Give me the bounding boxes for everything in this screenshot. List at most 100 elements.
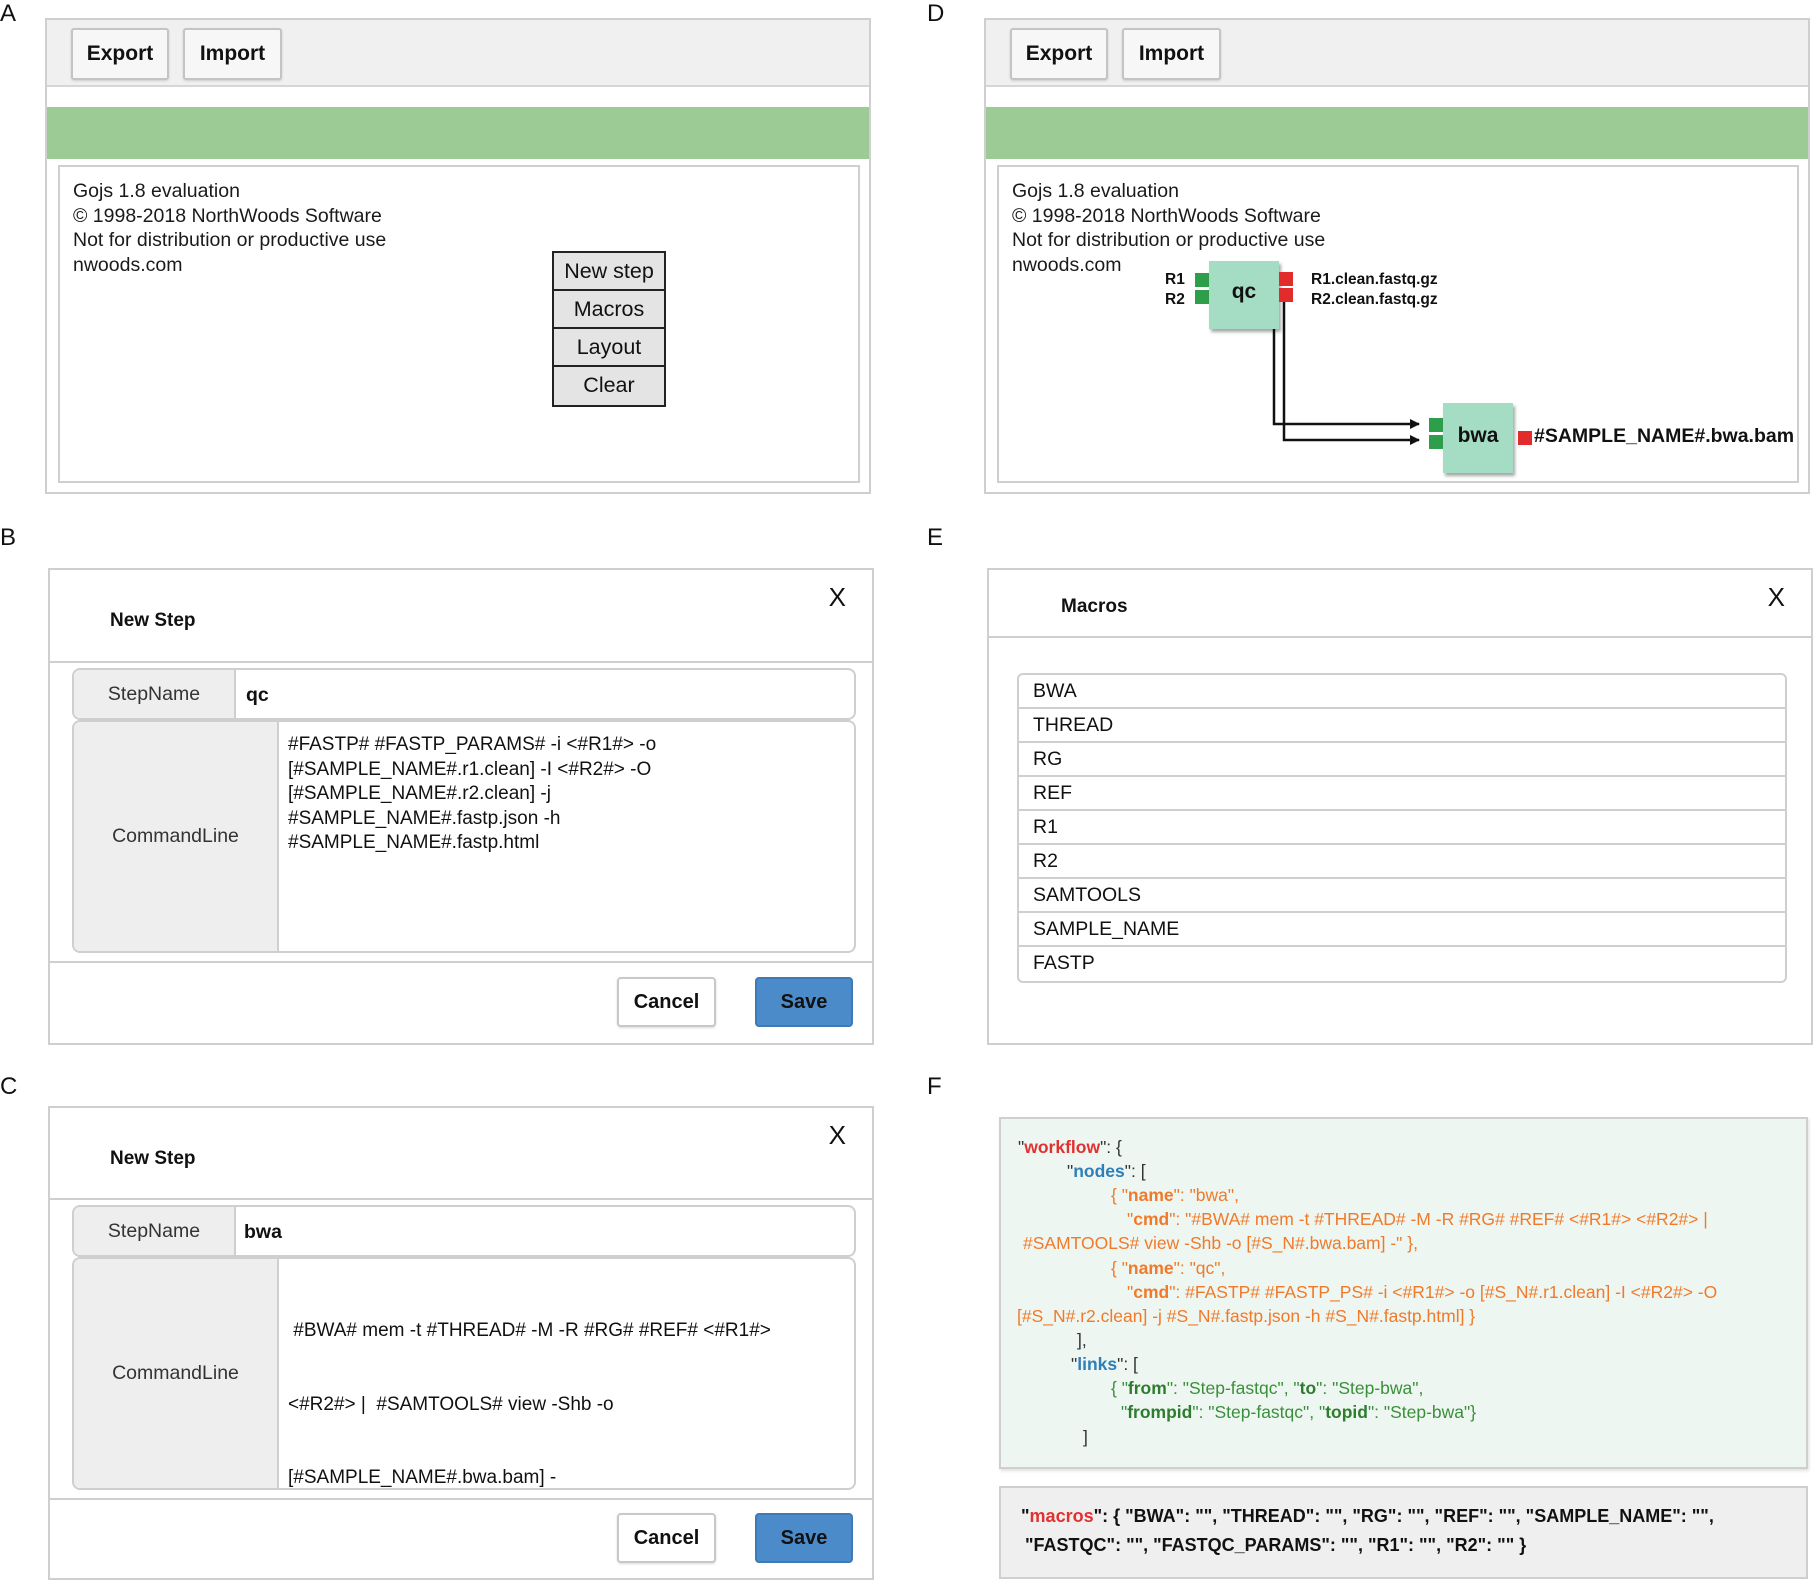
input-port-r1[interactable] [1195,273,1209,287]
panel-label-d: D [927,0,945,27]
macro-item[interactable]: BWA [1019,675,1785,709]
new-step-dialog-bwa: New Step X StepName bwa CommandLine #BWA… [48,1106,874,1580]
panel-label-e: E [927,524,944,551]
json-value: : { "BWA": "", "THREAD": "", "RG": "", "… [1102,1506,1714,1526]
divider [989,636,1811,638]
stepname-field: StepName qc [72,668,856,720]
macro-item[interactable]: R2 [1019,845,1785,879]
commandline-input[interactable]: #BWA# mem -t #THREAD# -M -R #RG# #REF# <… [288,1270,771,1488]
json-key: name [1127,1185,1174,1205]
commandline-input[interactable]: #FASTP# #FASTP_PARAMS# -i <#R1#> -o [#SA… [288,733,656,856]
input-port-bwa-2[interactable] [1429,435,1443,449]
import-button[interactable]: Import [183,28,282,80]
link-qc-bwa-1[interactable] [1261,293,1420,445]
cmd-line: #BWA# mem -t #THREAD# -M -R #RG# #REF# <… [288,1320,771,1341]
menu-item-clear[interactable]: Clear [554,367,664,405]
json-line: "nodes": [ [1067,1161,1146,1181]
input-port-bwa-1[interactable] [1429,418,1443,432]
menu-item-layout[interactable]: Layout [554,329,664,367]
json-value: "Step-fastqc", [1208,1402,1319,1422]
toolbar: Export Import [986,20,1808,87]
toolbar: Export Import [47,20,869,87]
import-button[interactable]: Import [1122,28,1221,80]
watermark-line: © 1998-2018 NorthWoods Software [73,204,382,227]
stepname-input[interactable]: qc [246,684,269,706]
divider [50,661,872,663]
export-button[interactable]: Export [71,28,169,80]
context-menu: New step Macros Layout Clear [552,251,666,407]
stepname-input[interactable]: bwa [244,1221,282,1243]
palette-bar [986,107,1808,159]
close-icon[interactable]: X [1767,582,1785,612]
save-button[interactable]: Save [755,977,853,1027]
menu-item-new-step[interactable]: New step [554,253,664,291]
macro-item[interactable]: SAMTOOLS [1019,879,1785,913]
divider [50,1198,872,1200]
panel-label-f: F [927,1073,942,1100]
panel-label-c: C [0,1073,18,1100]
gojs-watermark: Gojs 1.8 evaluation © 1998-2018 NorthWoo… [1012,179,1325,277]
dialog-title: Macros [1061,596,1128,617]
json-key: topid [1325,1402,1368,1422]
palette-bar [47,107,869,159]
cmd-line: [#SAMPLE_NAME#.r2.clean] -j [288,783,551,804]
json-line: { "name": "qc", [1111,1258,1226,1278]
divider [50,1498,872,1500]
macro-item[interactable]: FASTP [1033,952,1095,974]
node-qc[interactable]: qc [1209,261,1279,329]
json-value: #FASTP# #FASTP_PS# -i <#R1#> -o [#S_N#.r… [1185,1282,1718,1302]
json-key: links [1077,1354,1118,1374]
json-line: ], [1077,1330,1087,1350]
output-port-bam[interactable] [1518,431,1532,445]
watermark-line: Gojs 1.8 evaluation [1012,180,1179,202]
json-key: to [1299,1378,1317,1398]
json-value: "bwa", [1189,1185,1239,1205]
cancel-button[interactable]: Cancel [617,977,716,1027]
json-line: "macros": { "BWA": "", "THREAD": "", "RG… [1021,1506,1714,1526]
node-bwa[interactable]: bwa [1443,403,1513,473]
watermark-line: nwoods.com [1012,253,1122,276]
workflow-editor-d: Export Import Gojs 1.8 evaluation © 1998… [984,18,1810,494]
close-icon[interactable]: X [828,1120,846,1150]
macro-item[interactable]: REF [1019,777,1785,811]
cmd-line: #FASTP# #FASTP_PARAMS# -i <#R1#> -o [288,734,657,755]
json-key: from [1127,1378,1167,1398]
gojs-watermark: Gojs 1.8 evaluation © 1998-2018 NorthWoo… [73,179,386,277]
port-label-r1-clean: R1.clean.fastq.gz [1311,271,1438,288]
output-port-r2-clean[interactable] [1279,288,1293,302]
cancel-button[interactable]: Cancel [617,1513,716,1563]
dialog-title: New Step [110,610,196,631]
dialog-title: New Step [110,1148,196,1169]
json-line: ] [1083,1427,1088,1447]
save-button[interactable]: Save [755,1513,853,1563]
macro-item[interactable]: SAMPLE_NAME [1019,913,1785,947]
cmd-line: [#SAMPLE_NAME#.bwa.bam] - [288,1467,557,1488]
json-line: "links": [ [1071,1354,1138,1374]
json-key: frompid [1127,1402,1193,1422]
close-icon[interactable]: X [828,582,846,612]
panel-label-b: B [0,524,17,551]
json-key: workflow [1024,1137,1101,1157]
macros-json-view: "macros": { "BWA": "", "THREAD": "", "RG… [999,1486,1808,1579]
diagram-canvas[interactable]: Gojs 1.8 evaluation © 1998-2018 NorthWoo… [997,165,1799,483]
macro-item[interactable]: THREAD [1019,709,1785,743]
stepname-label: StepName [74,1207,236,1255]
macros-dialog: Macros X BWA THREAD RG REF R1 R2 SAMTOOL… [987,568,1813,1045]
export-button[interactable]: Export [1010,28,1108,80]
macro-item[interactable]: RG [1019,743,1785,777]
output-port-r1-clean[interactable] [1279,272,1293,286]
panel-label-a: A [0,0,17,27]
json-line: "FASTQC": "", "FASTQC_PARAMS": "", "R1":… [1025,1535,1527,1555]
diagram-canvas[interactable]: Gojs 1.8 evaluation © 1998-2018 NorthWoo… [58,165,860,483]
cmd-line: [#SAMPLE_NAME#.r1.clean] -I <#R2#> -O [288,758,652,780]
port-label-r1: R1 [1165,271,1185,288]
menu-item-macros[interactable]: Macros [554,291,664,329]
json-key: nodes [1073,1161,1125,1181]
input-port-r2[interactable] [1195,290,1209,304]
json-value: "qc", [1189,1258,1226,1278]
watermark-line: Not for distribution or productive use [73,229,387,251]
json-line: [#S_N#.r2.clean] -j #S_N#.fastp.json -h … [1017,1306,1476,1326]
macro-item[interactable]: R1 [1019,811,1785,845]
json-line: { "name": "bwa", [1111,1185,1239,1205]
workflow-json-view: "workflow": { "nodes": [ { "name": "bwa"… [999,1117,1808,1469]
